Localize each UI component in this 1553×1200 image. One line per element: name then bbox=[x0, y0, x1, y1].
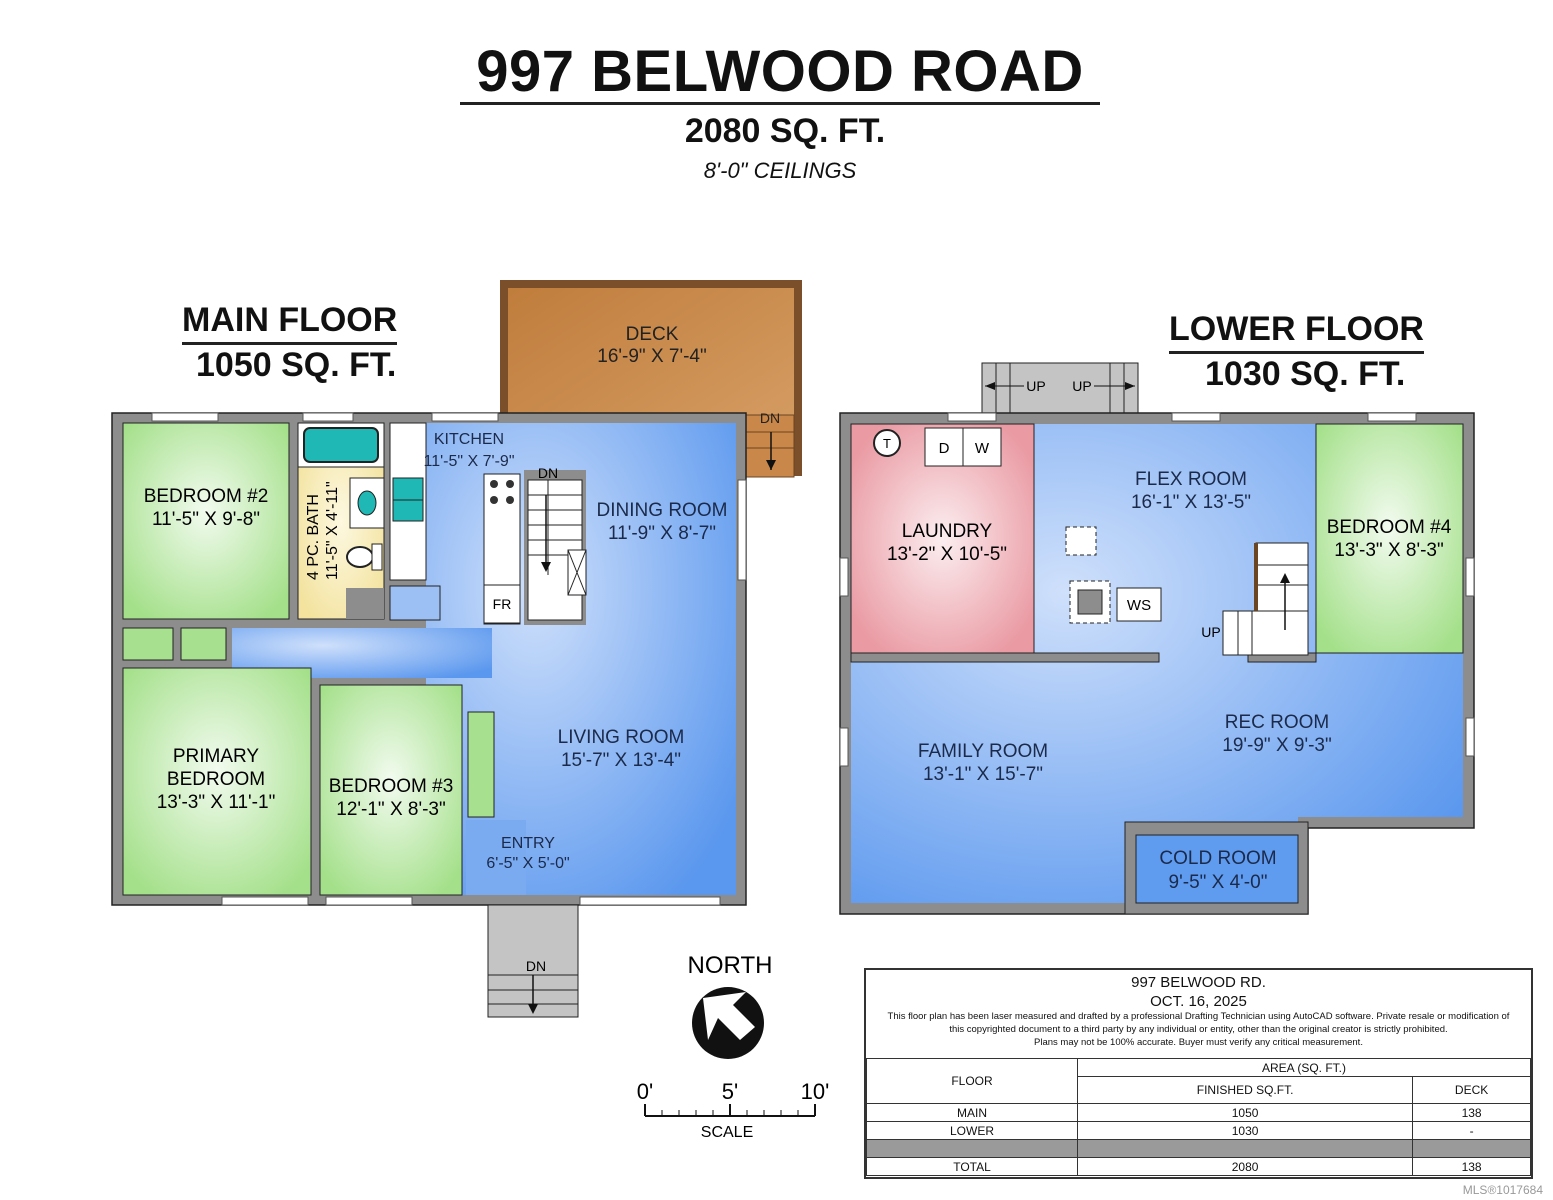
room-flex: FLEX ROOM 16'-1" X 13'-5" WS bbox=[1065, 469, 1251, 624]
total-area: 2080 SQ. FT. bbox=[684, 112, 886, 150]
info-address: 997 BELWOOD RD. bbox=[1131, 974, 1266, 991]
room-laundry: T D W LAUNDRY 13'-2" X 10'-5" bbox=[850, 423, 1035, 654]
table-row-total: TOTAL 2080 138 bbox=[866, 1157, 1531, 1176]
svg-text:4 PC. BATH: 4 PC. BATH bbox=[305, 494, 322, 580]
info-disclaimer-1: This floor plan has been laser measured … bbox=[887, 1011, 1510, 1022]
lower-floor-area: 1030 SQ. FT. bbox=[1205, 355, 1406, 393]
lower-interior-stairs: UP bbox=[1201, 542, 1309, 656]
lower-windows bbox=[839, 412, 1475, 767]
svg-text:ENTRY: ENTRY bbox=[501, 835, 555, 852]
address-title: 997 BELWOOD ROAD bbox=[476, 39, 1084, 104]
scale-bar: 0' 5' 10' SCALE bbox=[637, 1079, 830, 1141]
lower-floor-heading: LOWER FLOOR bbox=[1169, 309, 1424, 354]
room-entry: ENTRY 6'-5" X 5'-0" bbox=[486, 835, 569, 872]
deck-name: DECK bbox=[626, 324, 679, 345]
table-row: LOWER 1030 - bbox=[866, 1121, 1531, 1140]
dining-name: DINING ROOM bbox=[597, 500, 728, 521]
svg-text:DN: DN bbox=[526, 958, 546, 974]
col-finished: FINISHED SQ.FT. bbox=[1076, 1076, 1414, 1104]
dining-dims: 11'-9" X 8'-7" bbox=[608, 523, 716, 544]
room-rec: REC ROOM 19'-9" X 9'-3" bbox=[1222, 712, 1331, 756]
lower-exterior-stairs: UP UP bbox=[981, 362, 1139, 414]
svg-text:5': 5' bbox=[722, 1079, 738, 1104]
entry-stairs: DN bbox=[487, 904, 579, 1018]
svg-text:12'-1" X 8'-3": 12'-1" X 8'-3" bbox=[336, 799, 445, 820]
svg-text:T: T bbox=[883, 436, 891, 451]
svg-text:WS: WS bbox=[1127, 597, 1151, 614]
svg-text:13'-1" X 15'-7": 13'-1" X 15'-7" bbox=[923, 764, 1043, 785]
svg-text:13'-3" X 11'-1": 13'-3" X 11'-1" bbox=[157, 792, 276, 813]
svg-text:0': 0' bbox=[637, 1079, 653, 1104]
lower-floor-label: LOWER FLOOR bbox=[1169, 309, 1424, 354]
living-name: LIVING ROOM bbox=[558, 727, 685, 748]
svg-text:BEDROOM: BEDROOM bbox=[167, 769, 265, 790]
kitchen-stove-fridge: FR bbox=[483, 473, 521, 625]
room-bedroom-3: BEDROOM #3 12'-1" X 8'-3" bbox=[319, 684, 495, 896]
svg-text:6'-5" X 5'-0": 6'-5" X 5'-0" bbox=[486, 855, 569, 872]
fridge-label: FR bbox=[493, 596, 512, 612]
svg-text:16'-1" X 13'-5": 16'-1" X 13'-5" bbox=[1131, 492, 1251, 513]
svg-text:PRIMARY: PRIMARY bbox=[173, 746, 260, 767]
svg-text:W: W bbox=[975, 440, 990, 457]
area-table: FLOOR AREA (SQ. FT.) FINISHED SQ.FT. DEC… bbox=[866, 1058, 1531, 1176]
col-deck: DECK bbox=[1412, 1076, 1531, 1104]
svg-text:13'-2" X 10'-5": 13'-2" X 10'-5" bbox=[887, 544, 1007, 565]
svg-text:COLD ROOM: COLD ROOM bbox=[1159, 848, 1276, 869]
room-bedroom-4: BEDROOM #4 13'-3" X 8'-3" bbox=[1315, 423, 1464, 654]
lower-partition-wall bbox=[850, 652, 1160, 663]
svg-text:11'-5" X 4'-11": 11'-5" X 4'-11" bbox=[324, 481, 341, 580]
info-date: OCT. 16, 2025 bbox=[1150, 993, 1247, 1010]
svg-text:SCALE: SCALE bbox=[701, 1124, 753, 1141]
room-bedroom-2: BEDROOM #2 11'-5" X 9'-8" bbox=[122, 422, 290, 661]
deck-stairs-label: DN bbox=[760, 410, 780, 426]
main-windows bbox=[151, 412, 747, 906]
svg-text:D: D bbox=[939, 440, 950, 457]
main-interior-stairs: DN bbox=[524, 465, 587, 625]
svg-text:9'-5" X 4'-0": 9'-5" X 4'-0" bbox=[1169, 872, 1268, 893]
room-cold: COLD ROOM 9'-5" X 4'-0" bbox=[1124, 821, 1309, 915]
svg-text:UP: UP bbox=[1201, 624, 1220, 640]
svg-text:FLEX ROOM: FLEX ROOM bbox=[1135, 469, 1247, 490]
kitchen-dims: 11'-5" X 7'-9" bbox=[424, 453, 515, 470]
room-primary-bedroom: PRIMARY BEDROOM 13'-3" X 11'-1" bbox=[122, 667, 312, 896]
svg-text:10': 10' bbox=[801, 1079, 830, 1104]
info-disclaimer-2: this copyrighted document to a third par… bbox=[949, 1024, 1448, 1035]
svg-text:13'-3" X 8'-3": 13'-3" X 8'-3" bbox=[1334, 540, 1443, 561]
table-row: MAIN 1050 138 bbox=[866, 1103, 1531, 1122]
svg-text:FAMILY ROOM: FAMILY ROOM bbox=[918, 741, 1048, 762]
mls-watermark: MLS®1017684 bbox=[1462, 1183, 1543, 1197]
deck-dims: 16'-9" X 7'-4" bbox=[597, 346, 706, 367]
svg-text:19'-9" X 9'-3": 19'-9" X 9'-3" bbox=[1222, 735, 1331, 756]
svg-text:BEDROOM #2: BEDROOM #2 bbox=[144, 486, 269, 507]
svg-text:BEDROOM #4: BEDROOM #4 bbox=[1327, 517, 1452, 538]
living-dims: 15'-7" X 13'-4" bbox=[561, 750, 681, 771]
main-floor-area: 1050 SQ. FT. bbox=[196, 346, 397, 384]
svg-text:11'-5" X 9'-8": 11'-5" X 9'-8" bbox=[152, 509, 260, 530]
kitchen-name: KITCHEN bbox=[434, 431, 504, 448]
col-area: AREA (SQ. FT.) bbox=[1077, 1058, 1531, 1077]
room-family: FAMILY ROOM 13'-1" X 15'-7" bbox=[918, 741, 1048, 785]
room-4pc-bath: 4 PC. BATH 11'-5" X 4'-11" bbox=[297, 422, 385, 620]
table-row-spacer bbox=[866, 1139, 1531, 1158]
col-floor: FLOOR bbox=[866, 1058, 1078, 1104]
ceiling-height: 8'-0" CEILINGS bbox=[703, 158, 857, 183]
svg-text:BEDROOM #3: BEDROOM #3 bbox=[329, 776, 454, 797]
info-box: 997 BELWOOD RD. OCT. 16, 2025 This floor… bbox=[864, 968, 1533, 1179]
north-label: NORTH bbox=[688, 952, 773, 979]
info-disclaimer-3: Plans may not be 100% accurate. Buyer mu… bbox=[1034, 1037, 1363, 1048]
main-floor-label: MAIN FLOOR bbox=[182, 300, 398, 345]
svg-text:REC ROOM: REC ROOM bbox=[1225, 712, 1330, 733]
title-underline bbox=[460, 102, 1100, 105]
north-compass: NORTH bbox=[688, 952, 773, 1059]
main-floor-heading: MAIN FLOOR bbox=[182, 300, 398, 345]
svg-text:LAUNDRY: LAUNDRY bbox=[902, 521, 993, 542]
interior-stairs-label: DN bbox=[538, 465, 558, 481]
kitchen-counter-sink bbox=[389, 422, 441, 621]
svg-text:UP: UP bbox=[1026, 378, 1045, 394]
svg-text:UP: UP bbox=[1072, 378, 1091, 394]
